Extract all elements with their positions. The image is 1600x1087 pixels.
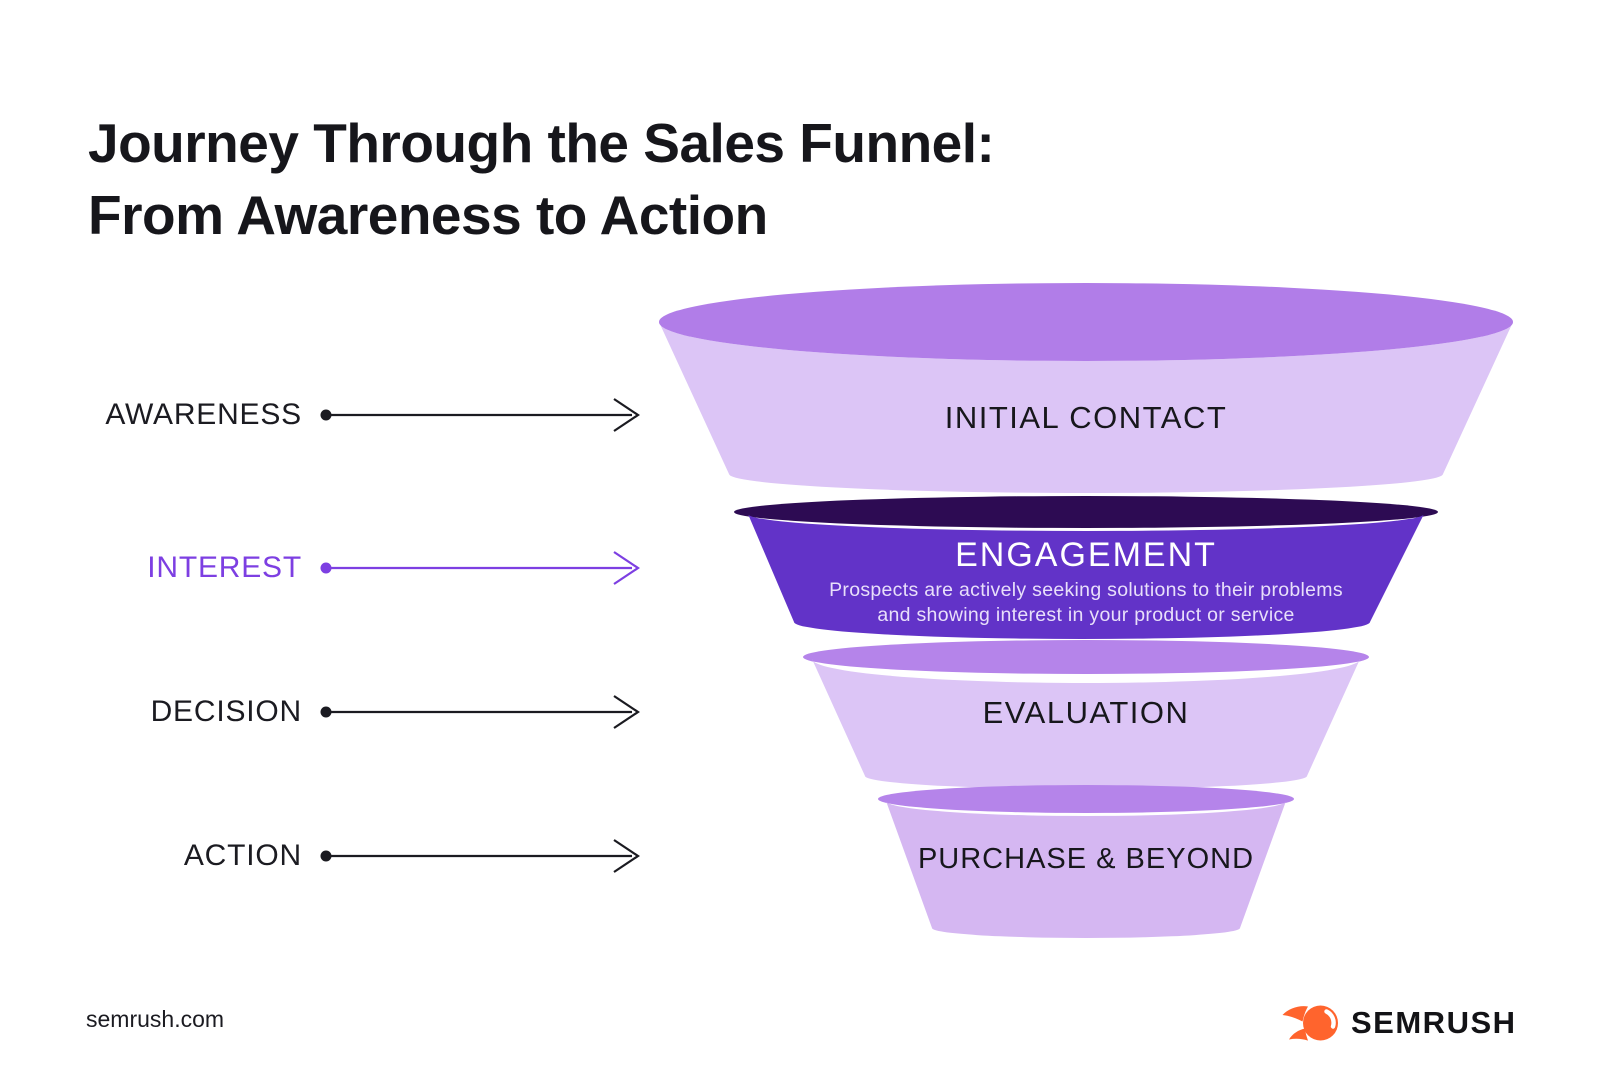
funnel-stage-label: INITIAL CONTACT [945,400,1228,435]
journey-row-awareness: AWARENESS [0,395,650,435]
website-url: semrush.com [86,1006,225,1032]
funnel-stage-label: ENGAGEMENT [955,536,1217,574]
awareness-arrow-icon [320,398,640,432]
semrush-logo: SEMRUSH [1282,1000,1517,1046]
journey-label-action: ACTION [183,839,302,872]
journey-label-awareness: AWARENESS [105,398,302,431]
funnel-stage-label: EVALUATION [983,695,1190,730]
funnel-stage-label: PURCHASE & BEYOND [918,843,1254,875]
journey-row-action: ACTION [0,836,650,876]
funnel-stage-top-ellipse [659,283,1513,361]
funnel-stage-body [659,322,1513,493]
funnel-stage-description-line2: and showing interest in your product or … [877,604,1294,626]
funnel-stage-evaluation: EVALUATION [803,640,1369,789]
journey-label-decision: DECISION [150,695,302,728]
funnel-stage-body [812,659,1360,789]
funnel-stage-body [886,801,1286,938]
page-title: Journey Through the Sales Funnel: From A… [88,107,995,252]
funnel-stage-body [748,514,1424,639]
funnel-stage-initial-contact: INITIAL CONTACT [659,283,1513,493]
funnel-stage-top-ellipse [878,785,1294,813]
funnel-stage-top-ellipse [734,496,1438,528]
page-title-line1: Journey Through the Sales Funnel: [88,111,995,174]
interest-arrow-icon [320,551,640,585]
decision-arrow-icon [320,695,640,729]
semrush-wordmark: SEMRUSH [1351,1005,1517,1040]
funnel-stage-top-ellipse [803,640,1369,674]
funnel-stage-purchase-beyond: PURCHASE & BEYOND [878,785,1294,938]
journey-row-decision: DECISION [0,692,650,732]
funnel-stage-engagement: ENGAGEMENT Prospects are actively seekin… [734,496,1438,639]
page-title-line2: From Awareness to Action [88,184,768,247]
journey-row-interest: INTEREST [0,548,650,588]
journey-label-interest: INTEREST [147,551,302,584]
semrush-flame-icon [1282,1005,1338,1041]
funnel-stage-description-line1: Prospects are actively seeking solutions… [829,579,1343,601]
action-arrow-icon [320,839,640,873]
